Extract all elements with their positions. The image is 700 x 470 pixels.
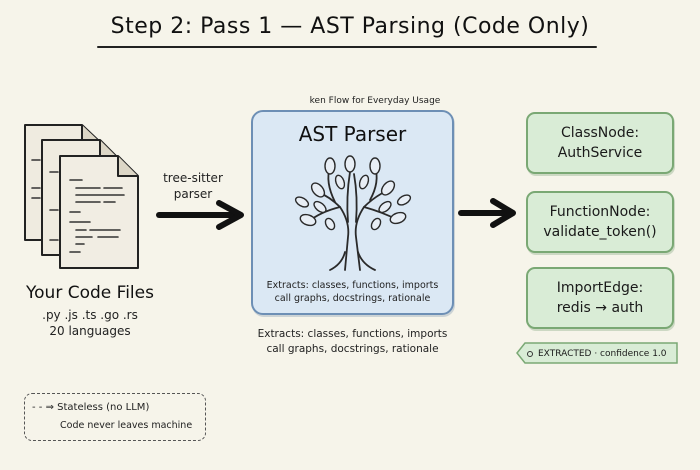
output-node-importedge: ImportEdge: redis → auth <box>526 267 674 329</box>
tag-hole-icon <box>527 351 533 357</box>
input-extensions: .py .js .ts .go .rs <box>42 308 138 322</box>
input-details: .py .js .ts .go .rs 20 languages <box>10 307 170 339</box>
input-label: Your Code Files <box>26 283 154 303</box>
node-type: ClassNode: <box>560 125 640 141</box>
ast-parser-box <box>251 110 454 315</box>
stacked-code-files-icon <box>20 120 150 270</box>
output-node-classnode: ClassNode: AuthService <box>526 112 674 174</box>
tree-icon <box>290 152 415 272</box>
badge-text: EXTRACTED · confidence 1.0 <box>538 349 667 359</box>
node-type: ImportEdge: <box>556 280 644 296</box>
badge-outline <box>516 342 678 364</box>
node-value: redis → auth <box>556 300 644 316</box>
extracts-caption-line2: call graphs, docstrings, rationale <box>266 343 439 355</box>
input-languages: 20 languages <box>49 324 131 338</box>
ast-parser-title: AST Parser <box>298 122 407 146</box>
arrow-label-line1: tree-sitter <box>163 171 223 185</box>
diagram-title: Step 2: Pass 1 — AST Parsing (Code Only) <box>110 14 590 39</box>
title-underline <box>97 46 597 48</box>
legend-line1: - - ⇒ Stateless (no LLM) <box>32 402 150 413</box>
node-value: validate_token() <box>543 224 657 240</box>
node-type: FunctionNode: <box>549 204 651 220</box>
arrow-label: tree-sitter parser <box>148 170 238 202</box>
arrow-right-icon <box>155 200 247 230</box>
output-node-functionnode: FunctionNode: validate_token() <box>526 191 674 253</box>
extracts-caption-line1: Extracts: classes, functions, imports <box>257 328 448 340</box>
parser-caption: ken Flow for Everyday Usage <box>309 96 441 106</box>
parser-extracts-line1: Extracts: classes, functions, imports <box>266 280 439 291</box>
arrow-label-line2: parser <box>173 187 213 201</box>
parser-extracts-line2: call graphs, docstrings, rationale <box>274 293 431 304</box>
extracts-caption: Extracts: classes, functions, imports ca… <box>245 327 460 357</box>
arrow-right-icon <box>457 198 519 228</box>
confidence-badge: EXTRACTED · confidence 1.0 <box>527 346 667 362</box>
parser-extracts: Extracts: classes, functions, imports ca… <box>251 279 454 305</box>
legend-box <box>24 393 206 441</box>
legend-line2: Code never leaves machine <box>60 420 193 431</box>
node-value: AuthService <box>557 145 643 161</box>
